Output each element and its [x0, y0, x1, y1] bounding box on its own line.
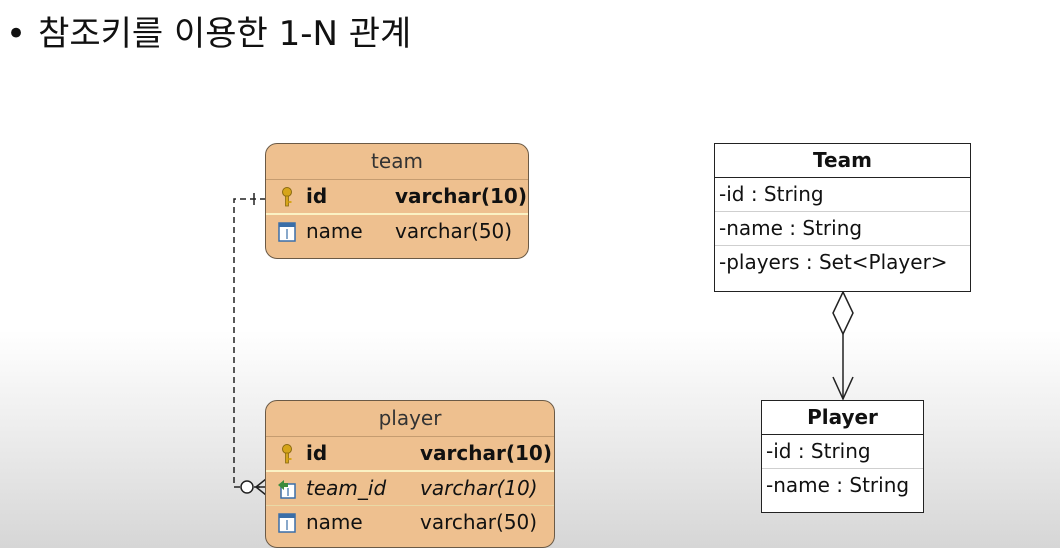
column-type: varchar(50) — [420, 510, 538, 534]
column-name: id — [306, 184, 328, 208]
class-attribute: -players : Set<Player> — [719, 250, 948, 274]
column-type: varchar(10) — [420, 441, 552, 465]
entity-title: player — [266, 401, 554, 437]
uml-class-player: Player -id : String -name : String — [761, 400, 924, 513]
key-icon — [282, 444, 292, 464]
aggregation-diamond — [832, 290, 854, 336]
er-relationship-line — [233, 193, 267, 496]
arrow-head — [832, 376, 854, 401]
key-icon — [282, 187, 292, 207]
column-type: varchar(50) — [395, 219, 513, 243]
title-text: 참조키를 이용한 1-N 관계 — [38, 14, 412, 54]
column-name: name — [306, 510, 363, 534]
column-icon — [278, 222, 296, 242]
column-name: team_id — [306, 476, 387, 500]
column-icon — [278, 513, 296, 533]
zero-cardinality-mark — [240, 480, 254, 494]
class-attribute: -id : String — [762, 435, 923, 469]
column-name: name — [306, 219, 363, 243]
column-type: varchar(10) — [395, 184, 527, 208]
foreign-key-icon — [278, 480, 296, 499]
entity-row-name: name varchar(50) — [266, 215, 528, 248]
entity-row-id: id varchar(10) — [266, 180, 528, 215]
column-name: id — [306, 441, 328, 465]
entity-row-id: id varchar(10) — [266, 437, 554, 472]
slide-title: • 참조키를 이용한 1-N 관계 — [6, 6, 411, 55]
column-type: varchar(10) — [420, 476, 538, 500]
many-cardinality-mark — [255, 478, 267, 496]
entity-row-name: name varchar(50) — [266, 506, 554, 539]
class-attribute: -id : String — [715, 178, 970, 212]
entity-title: team — [266, 144, 528, 180]
entity-row-team-id: team_id varchar(10) — [266, 472, 554, 506]
class-attribute: -name : String — [766, 473, 910, 497]
er-entity-player: player id varchar(10) team_id varchar(10… — [265, 400, 555, 548]
er-entity-team: team id varchar(10) name varchar(50) — [265, 143, 529, 259]
class-name: Team — [715, 144, 970, 178]
bullet-point: • — [6, 14, 27, 54]
uml-aggregation-line — [832, 290, 854, 401]
class-name: Player — [762, 401, 923, 435]
class-attribute: -name : String — [715, 212, 970, 246]
uml-class-team: Team -id : String -name : String -player… — [714, 143, 971, 292]
